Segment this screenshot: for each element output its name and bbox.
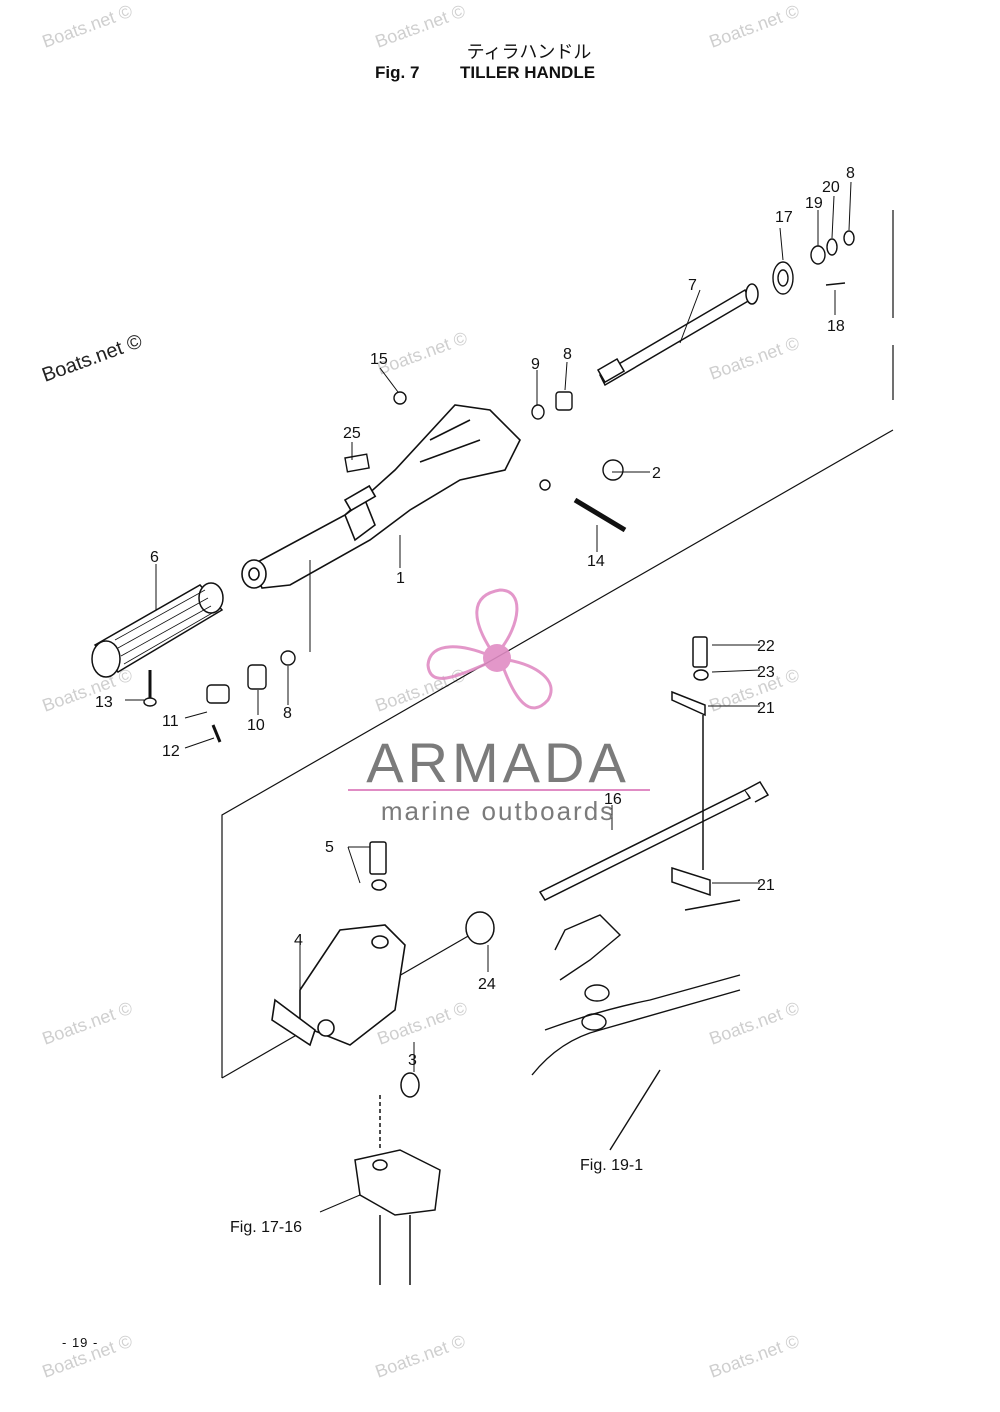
bracket-part	[271, 924, 406, 1047]
throttle-shaft	[596, 283, 759, 387]
linkage-parts	[369, 636, 770, 1098]
gear-part	[772, 230, 855, 295]
grip-part	[91, 582, 224, 678]
callout-4: 4	[294, 932, 303, 949]
watermark: Boats.net ©	[40, 998, 135, 1049]
callout-8: 8	[283, 705, 292, 722]
callout-14: 14	[587, 553, 605, 570]
reference-fig-17-16: Fig. 17-16	[230, 1219, 302, 1236]
lower-casing	[531, 899, 741, 1151]
callout-9: 9	[531, 356, 540, 373]
watermark: Boats.net ©	[373, 1331, 468, 1382]
armada-logo: ARMADA marine outboards	[348, 588, 650, 826]
title-japanese: ティラハンドル	[466, 42, 592, 63]
callout-21: 21	[757, 877, 775, 894]
tiller-handle-body	[241, 404, 521, 589]
figure-number: Fig. 7	[375, 63, 420, 82]
callout-15: 15	[370, 351, 388, 368]
brand-tagline: marine outboards	[381, 796, 615, 826]
watermark: Boats.net ©	[707, 665, 802, 716]
watermark: Boats.net ©	[373, 665, 468, 716]
callout-8: 8	[563, 346, 572, 363]
watermark: Boats.net ©	[373, 1, 468, 52]
callout-18: 18	[827, 318, 845, 335]
callout-20: 20	[822, 179, 840, 196]
callout-5: 5	[325, 839, 334, 856]
watermark: Boats.net ©	[707, 333, 802, 384]
watermark: Boats.net ©	[40, 1, 135, 52]
callout-2: 2	[652, 465, 661, 482]
callout-24: 24	[478, 976, 496, 993]
propeller-icon	[426, 588, 553, 710]
callout-3: 3	[408, 1052, 417, 1069]
watermark: Boats.net ©	[375, 328, 470, 379]
watermark-dark: Boats.net ©	[39, 330, 145, 387]
callout-23: 23	[757, 664, 775, 681]
callout-22: 22	[757, 638, 775, 655]
callout-16: 16	[604, 791, 622, 808]
watermark: Boats.net ©	[707, 998, 802, 1049]
watermark: Boats.net ©	[40, 665, 135, 716]
leader-lines	[125, 181, 852, 1213]
callout-25: 25	[343, 425, 361, 442]
callout-1: 1	[396, 570, 405, 587]
reference-fig-19-1: Fig. 19-1	[580, 1157, 643, 1174]
figure-title-text: TILLER HANDLE	[460, 63, 596, 82]
watermark: Boats.net ©	[707, 1331, 802, 1382]
swivel-bracket	[354, 1095, 441, 1285]
callout-12: 12	[162, 743, 180, 760]
callout-7: 7	[688, 277, 697, 294]
callout-layer: 1 2 3 4 5 6 7 8 8 8 9 10 11 12 13 14 15 …	[95, 165, 855, 1069]
brand-name: ARMADA	[366, 731, 630, 794]
callout-8: 8	[846, 165, 855, 182]
page-number: - 19 -	[62, 1335, 99, 1350]
callout-17: 17	[775, 209, 793, 226]
callout-19: 19	[805, 195, 823, 212]
callout-13: 13	[95, 694, 113, 711]
callout-6: 6	[150, 549, 159, 566]
watermark: Boats.net ©	[707, 1, 802, 52]
callout-21: 21	[757, 700, 775, 717]
callout-10: 10	[247, 717, 265, 734]
figure-title: Fig. 7 TILLER HANDLE	[375, 63, 595, 83]
small-parts	[143, 391, 627, 743]
callout-11: 11	[162, 713, 179, 730]
